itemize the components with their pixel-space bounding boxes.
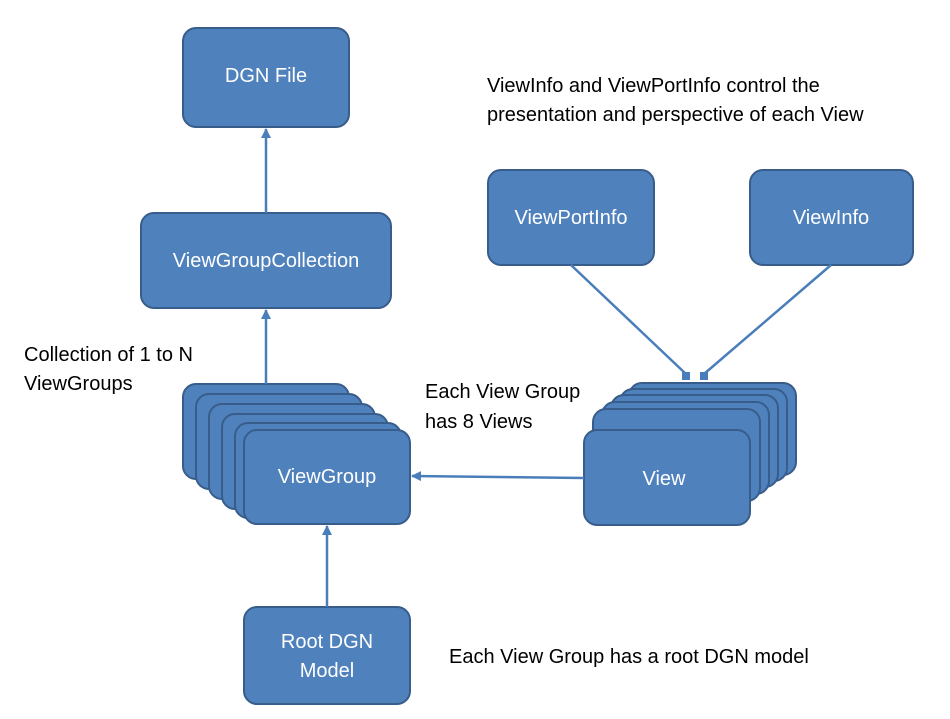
view-info-note-line1: ViewInfo and ViewPortInfo control the bbox=[487, 75, 820, 97]
view-info-label: ViewInfo bbox=[793, 207, 869, 229]
views-note-line2: has 8 Views bbox=[425, 411, 532, 433]
viewport-info-node[interactable]: ViewPortInfo bbox=[487, 169, 655, 266]
view-info-connection-point bbox=[700, 372, 708, 380]
views-note-line1: Each View Group bbox=[425, 381, 580, 403]
view-stack[interactable]: View bbox=[583, 382, 797, 526]
view-info-to-view-line bbox=[703, 264, 832, 375]
root-dgn-model-label-line2: Model bbox=[300, 660, 354, 682]
root-model-note: Each View Group has a root DGN model bbox=[449, 646, 809, 668]
collection-note-line2: ViewGroups bbox=[24, 373, 133, 395]
view-group-label: ViewGroup bbox=[278, 466, 377, 488]
view-label: View bbox=[643, 468, 687, 490]
view-to-view-group-arrow bbox=[411, 471, 585, 482]
dgn-file-label: DGN File bbox=[225, 65, 307, 87]
view-group-front bbox=[243, 429, 411, 525]
viewport-info-connection-point bbox=[682, 372, 690, 380]
view-info-node[interactable]: ViewInfo bbox=[749, 169, 914, 266]
view-info-note-line2: presentation and perspective of each Vie… bbox=[487, 104, 864, 126]
view-group-collection-node[interactable]: ViewGroupCollection bbox=[140, 212, 392, 309]
view-group-stack[interactable]: ViewGroup bbox=[182, 383, 411, 525]
dgn-file-node[interactable]: DGN File bbox=[182, 27, 350, 128]
collection-note-line1: Collection of 1 to N bbox=[24, 344, 193, 366]
viewport-info-to-view-line bbox=[570, 264, 687, 375]
root-dgn-model-label-line1: Root DGN bbox=[281, 631, 373, 653]
view-group-collection-label: ViewGroupCollection bbox=[173, 250, 359, 272]
viewport-info-label: ViewPortInfo bbox=[514, 207, 627, 229]
root-dgn-model-node[interactable]: Root DGN Model bbox=[243, 606, 411, 705]
